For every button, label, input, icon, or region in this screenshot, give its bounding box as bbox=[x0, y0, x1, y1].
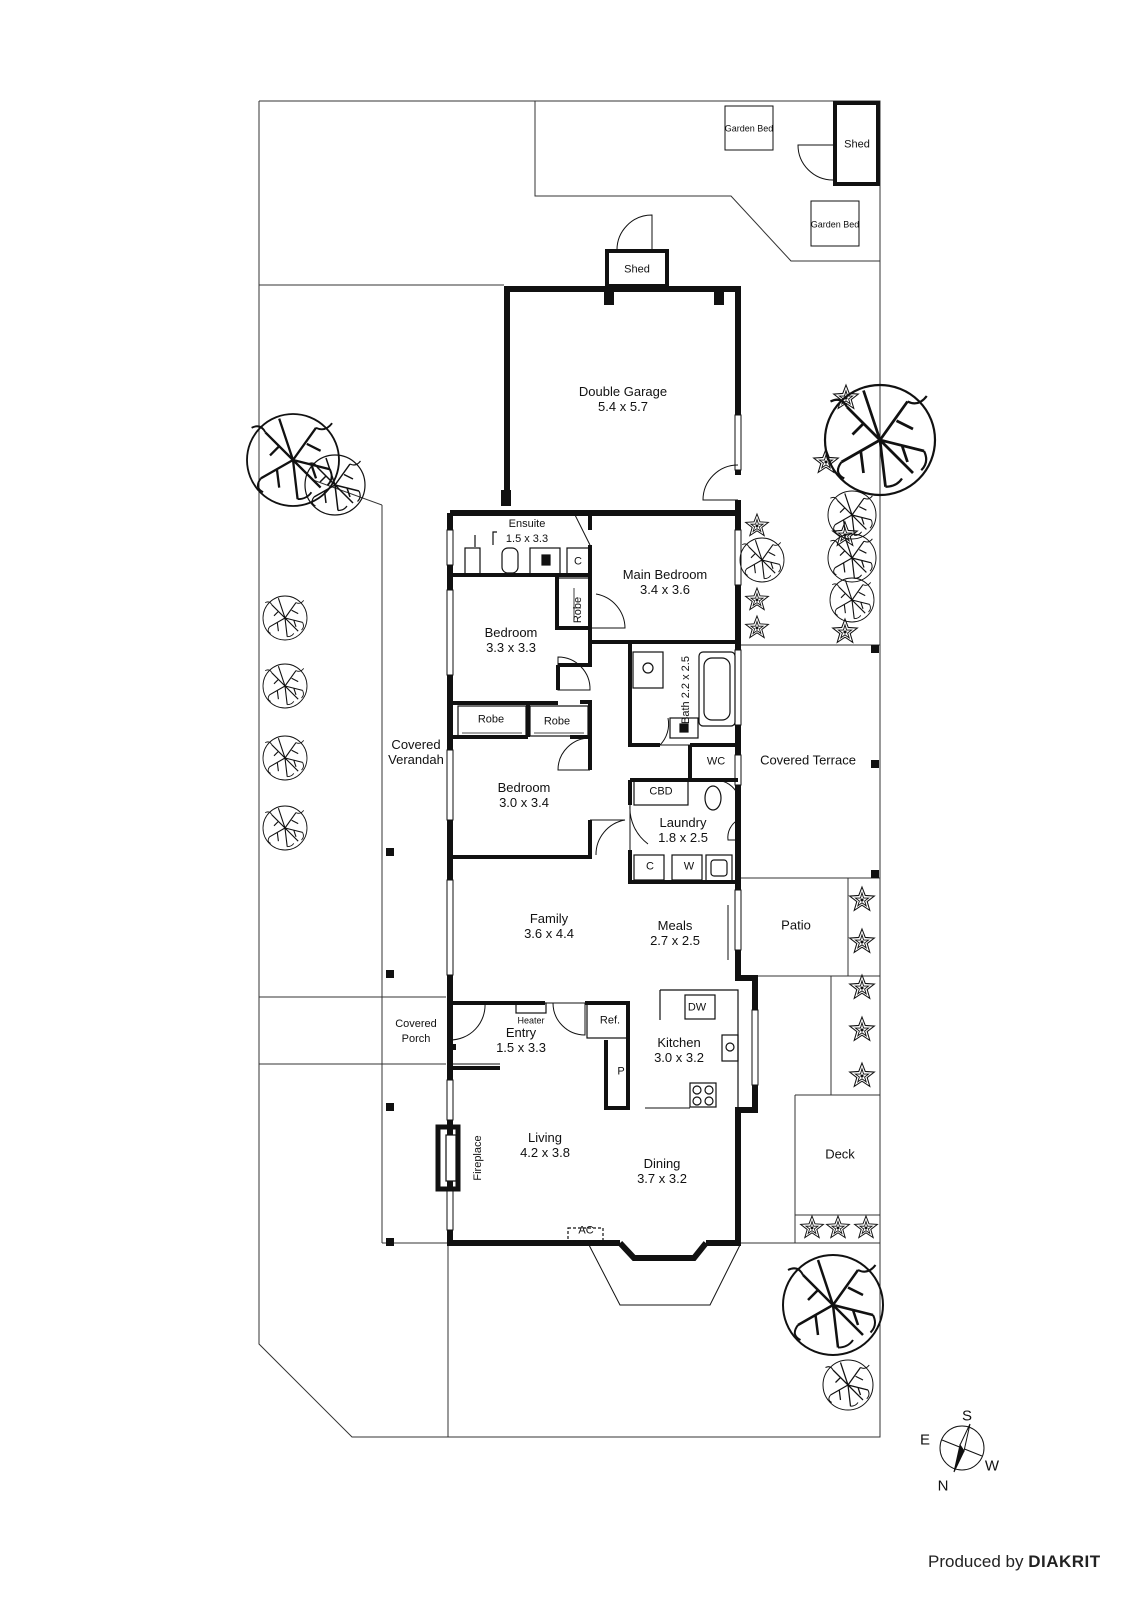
area-label-line: Verandah bbox=[388, 752, 444, 767]
room-size: 3.6 x 4.4 bbox=[524, 926, 574, 941]
room-size: 1.5 x 3.3 bbox=[505, 533, 549, 545]
room-name: Bedroom bbox=[484, 625, 538, 640]
area-covered-porch: Covered Porch bbox=[395, 1017, 437, 1047]
robe-label: Robe bbox=[543, 715, 571, 728]
room-name: Living bbox=[528, 1130, 562, 1145]
area-patio: Patio bbox=[781, 917, 811, 933]
room-entry: Entry 1.5 x 3.3 bbox=[496, 1025, 546, 1055]
room-size: 3.7 x 3.2 bbox=[637, 1171, 687, 1186]
credit-brand: DIAKRIT bbox=[1028, 1552, 1101, 1571]
room-name: Entry bbox=[505, 1025, 537, 1040]
room-dining: Dining 3.7 x 3.2 bbox=[637, 1156, 687, 1186]
room-size: 5.4 x 5.7 bbox=[598, 399, 648, 414]
pantry-label: P bbox=[617, 1065, 625, 1078]
room-size: 2.7 x 2.5 bbox=[650, 933, 700, 948]
room-name: Family bbox=[529, 911, 569, 926]
fixtures bbox=[435, 531, 739, 1242]
shed-label: Shed bbox=[624, 263, 650, 276]
room-laundry: Laundry 1.8 x 2.5 bbox=[658, 815, 708, 845]
room-kitchen: Kitchen 3.0 x 3.2 bbox=[654, 1035, 704, 1065]
shed-top-right bbox=[797, 101, 880, 186]
compass bbox=[939, 1423, 985, 1473]
ac-label: AC bbox=[578, 1224, 594, 1237]
fireplace-label: Fireplace bbox=[472, 1135, 484, 1181]
trees bbox=[245, 383, 937, 1411]
shrubs bbox=[746, 385, 878, 1238]
wc-label: WC bbox=[706, 755, 726, 768]
garden-bed-2 bbox=[810, 200, 860, 247]
compass-n: N bbox=[937, 1477, 949, 1495]
garden-bed-label: Garden Bed bbox=[724, 123, 774, 134]
dishwasher-label: DW bbox=[687, 1001, 707, 1014]
room-bedroom-3: Bedroom 3.0 x 3.4 bbox=[498, 780, 551, 810]
washer-label: W bbox=[683, 860, 695, 873]
robe-label: Robe bbox=[572, 596, 584, 624]
heater-label: Heater bbox=[517, 1015, 545, 1026]
compass-w: W bbox=[984, 1457, 1000, 1475]
room-size: 3.0 x 3.2 bbox=[654, 1050, 704, 1065]
area-label-line: Covered bbox=[395, 1018, 437, 1030]
garden-bed-label: Garden Bed bbox=[810, 219, 860, 230]
site-boundary bbox=[258, 100, 881, 1438]
shed-label: Shed bbox=[844, 138, 870, 151]
area-label-line: Porch bbox=[401, 1033, 431, 1045]
room-family: Family 3.6 x 4.4 bbox=[524, 911, 574, 941]
area-deck: Deck bbox=[825, 1146, 855, 1162]
room-name: Bedroom bbox=[497, 780, 551, 795]
room-name: Meals bbox=[657, 918, 693, 933]
room-name: Kitchen bbox=[657, 1035, 701, 1050]
compass-e: E bbox=[919, 1431, 931, 1449]
bay-window bbox=[588, 1240, 741, 1306]
fridge-label: Ref. bbox=[599, 1014, 621, 1027]
cupboard-label: C bbox=[646, 860, 654, 873]
cupboard-label: C bbox=[574, 555, 582, 568]
room-name: Ensuite bbox=[508, 518, 546, 530]
area-covered-verandah: Covered Verandah bbox=[388, 737, 444, 767]
room-size: 2.2 x 2.5 bbox=[680, 656, 692, 699]
area-label-line: Covered bbox=[391, 737, 441, 752]
robe-label: Robe bbox=[477, 713, 505, 726]
compass-s: S bbox=[961, 1407, 973, 1425]
room-ensuite: Ensuite 1.5 x 3.3 bbox=[506, 517, 548, 547]
room-name: Dining bbox=[643, 1156, 681, 1171]
room-double-garage: Double Garage 5.4 x 5.7 bbox=[579, 384, 667, 414]
credit: Produced by DIAKRIT bbox=[928, 1552, 1101, 1572]
room-name: Main Bedroom bbox=[622, 567, 708, 582]
double-garage-walls bbox=[501, 286, 742, 515]
room-size: 3.4 x 3.6 bbox=[640, 582, 690, 597]
room-size: 4.2 x 3.8 bbox=[520, 1145, 570, 1160]
room-living: Living 4.2 x 3.8 bbox=[520, 1130, 570, 1160]
room-name: Bath bbox=[680, 701, 692, 724]
room-size: 1.5 x 3.3 bbox=[496, 1040, 546, 1055]
room-main-bedroom: Main Bedroom 3.4 x 3.6 bbox=[623, 567, 708, 597]
cbd-label: CBD bbox=[649, 785, 673, 798]
area-covered-terrace: Covered Terrace bbox=[760, 752, 856, 768]
room-bedroom-2: Bedroom 3.3 x 3.3 bbox=[485, 625, 538, 655]
room-size: 1.8 x 2.5 bbox=[658, 830, 708, 845]
windows bbox=[446, 529, 759, 1231]
room-bath: Bath 2.2 x 2.5 bbox=[680, 656, 692, 724]
credit-prefix: Produced by bbox=[928, 1552, 1024, 1571]
garden-bed-1 bbox=[724, 105, 774, 151]
room-size: 3.0 x 3.4 bbox=[499, 795, 549, 810]
house-outer-walls bbox=[447, 510, 758, 1246]
room-size: 3.3 x 3.3 bbox=[486, 640, 536, 655]
room-meals: Meals 2.7 x 2.5 bbox=[650, 918, 700, 948]
posts bbox=[386, 645, 879, 1246]
room-name: Double Garage bbox=[578, 384, 668, 399]
room-name: Laundry bbox=[659, 815, 707, 830]
